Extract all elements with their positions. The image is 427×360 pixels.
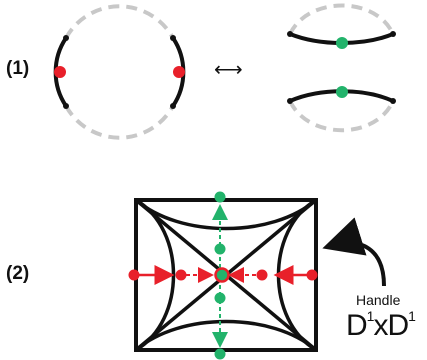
green-point-lower <box>336 86 348 98</box>
formula-exp-1: 1 <box>366 308 375 324</box>
green-point-upper-inner <box>214 243 226 255</box>
endpoint <box>170 103 176 109</box>
center-point <box>214 267 230 283</box>
endpoint <box>390 31 396 37</box>
concave-curve-bottom <box>134 319 318 352</box>
handle-label: Handle <box>356 292 401 308</box>
red-point-outer-left <box>128 269 140 281</box>
formula-times: x <box>373 309 388 342</box>
formula-base-1: D <box>346 309 368 342</box>
red-point-right <box>173 66 185 78</box>
red-point-inner-left <box>175 269 187 281</box>
green-point-upper <box>336 37 348 49</box>
handle-formula: D1xD1 <box>346 308 416 342</box>
upper-dashed-arc <box>288 3 395 35</box>
endpoint <box>287 31 293 37</box>
concave-curve-top <box>134 198 318 231</box>
endpoint <box>287 98 293 104</box>
circle-figure <box>53 4 186 140</box>
endpoint <box>63 103 69 109</box>
handle-square-figure <box>128 191 318 360</box>
green-point-lower-inner <box>214 292 226 304</box>
endpoint <box>170 35 176 41</box>
split-figure <box>287 3 396 133</box>
red-point-outer-right <box>306 269 318 281</box>
red-point-left <box>54 66 66 78</box>
swap-arrow-icon: ⟷ <box>214 59 243 81</box>
green-point-bottom <box>214 348 226 360</box>
endpoint <box>63 35 69 41</box>
formula-base-2: D <box>387 309 409 342</box>
red-point-inner-right <box>256 269 268 281</box>
circle-dashed-bottom <box>64 105 175 140</box>
step-label-2: (2) <box>6 263 30 284</box>
formula-exp-2: 1 <box>408 308 416 324</box>
circle-dashed-top <box>64 4 175 39</box>
endpoint <box>390 98 396 104</box>
curved-arrow-icon <box>322 217 386 287</box>
green-point-top <box>214 191 226 203</box>
lower-dashed-arc <box>288 100 395 133</box>
step-label-1: (1) <box>6 58 30 79</box>
